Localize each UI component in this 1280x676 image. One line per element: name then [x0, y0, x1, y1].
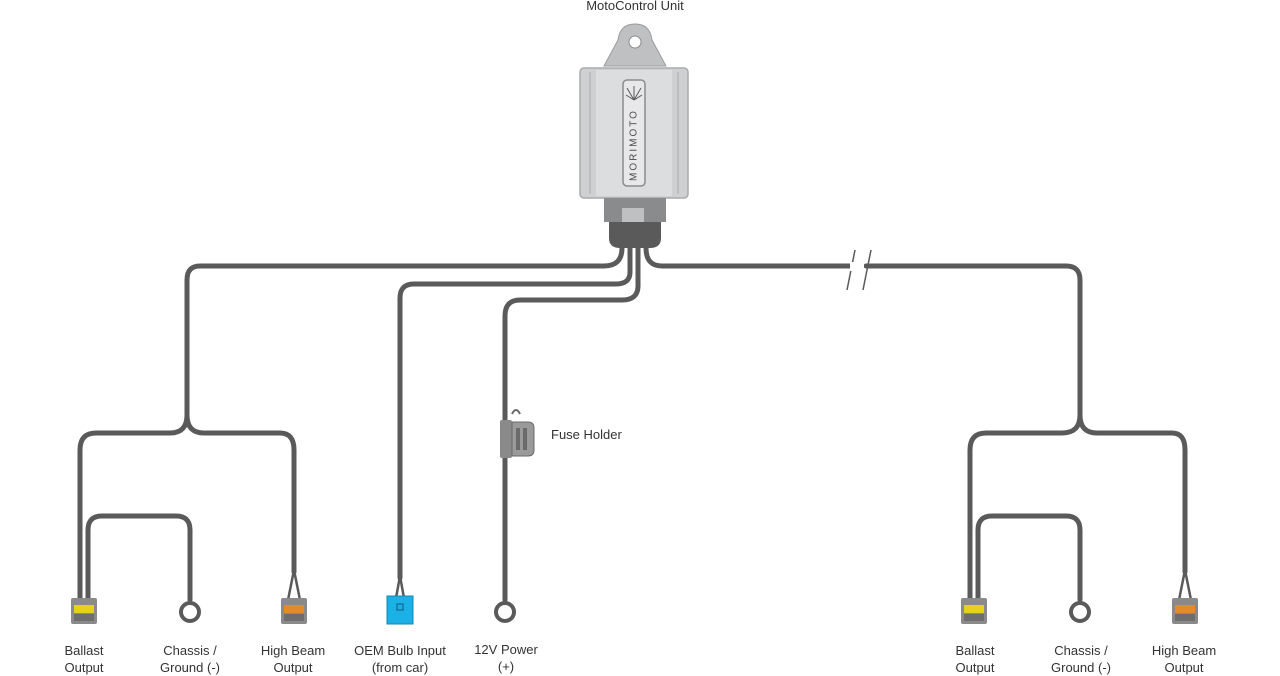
label-left-ground: Chassis /Ground (-): [160, 643, 220, 675]
right-highbeam-connector: [1172, 598, 1198, 624]
right-ballast-connector: [961, 598, 987, 624]
power-ring: [494, 601, 516, 623]
oem-connector: [386, 595, 414, 625]
moto-control-unit: MORIMOTO: [579, 23, 689, 248]
wire-right-trunk: [643, 245, 853, 269]
label-oem: OEM Bulb Input(from car): [354, 643, 446, 675]
wire-right-split-b: [1077, 412, 1188, 575]
wire-power: [502, 245, 641, 603]
wire-right-split-a: [967, 412, 1083, 601]
unit-title: MotoControl Unit: [586, 0, 684, 13]
wire-right-trunk-2: [863, 263, 1083, 418]
wire-oem: [397, 245, 633, 581]
label-right-ground: Chassis /Ground (-): [1051, 643, 1111, 675]
label-power: 12V Power(+): [474, 642, 538, 674]
unit-brand: MORIMOTO: [629, 109, 640, 181]
left-highbeam-connector: [281, 598, 307, 624]
left-ballast-connector: [71, 598, 97, 624]
wire-right-ground: [975, 513, 1083, 603]
wire-left-split-b: [184, 412, 297, 575]
right-ground-ring: [1069, 601, 1091, 623]
ring-terminals: [179, 601, 1091, 623]
fuse-holder-label: Fuse Holder: [551, 427, 622, 442]
left-ground-ring: [179, 601, 201, 623]
wire-left-trunk: [184, 245, 625, 418]
wire-left-ground: [85, 513, 193, 603]
fuse-holder: [500, 409, 535, 458]
wire-left-split-a: [77, 412, 190, 601]
